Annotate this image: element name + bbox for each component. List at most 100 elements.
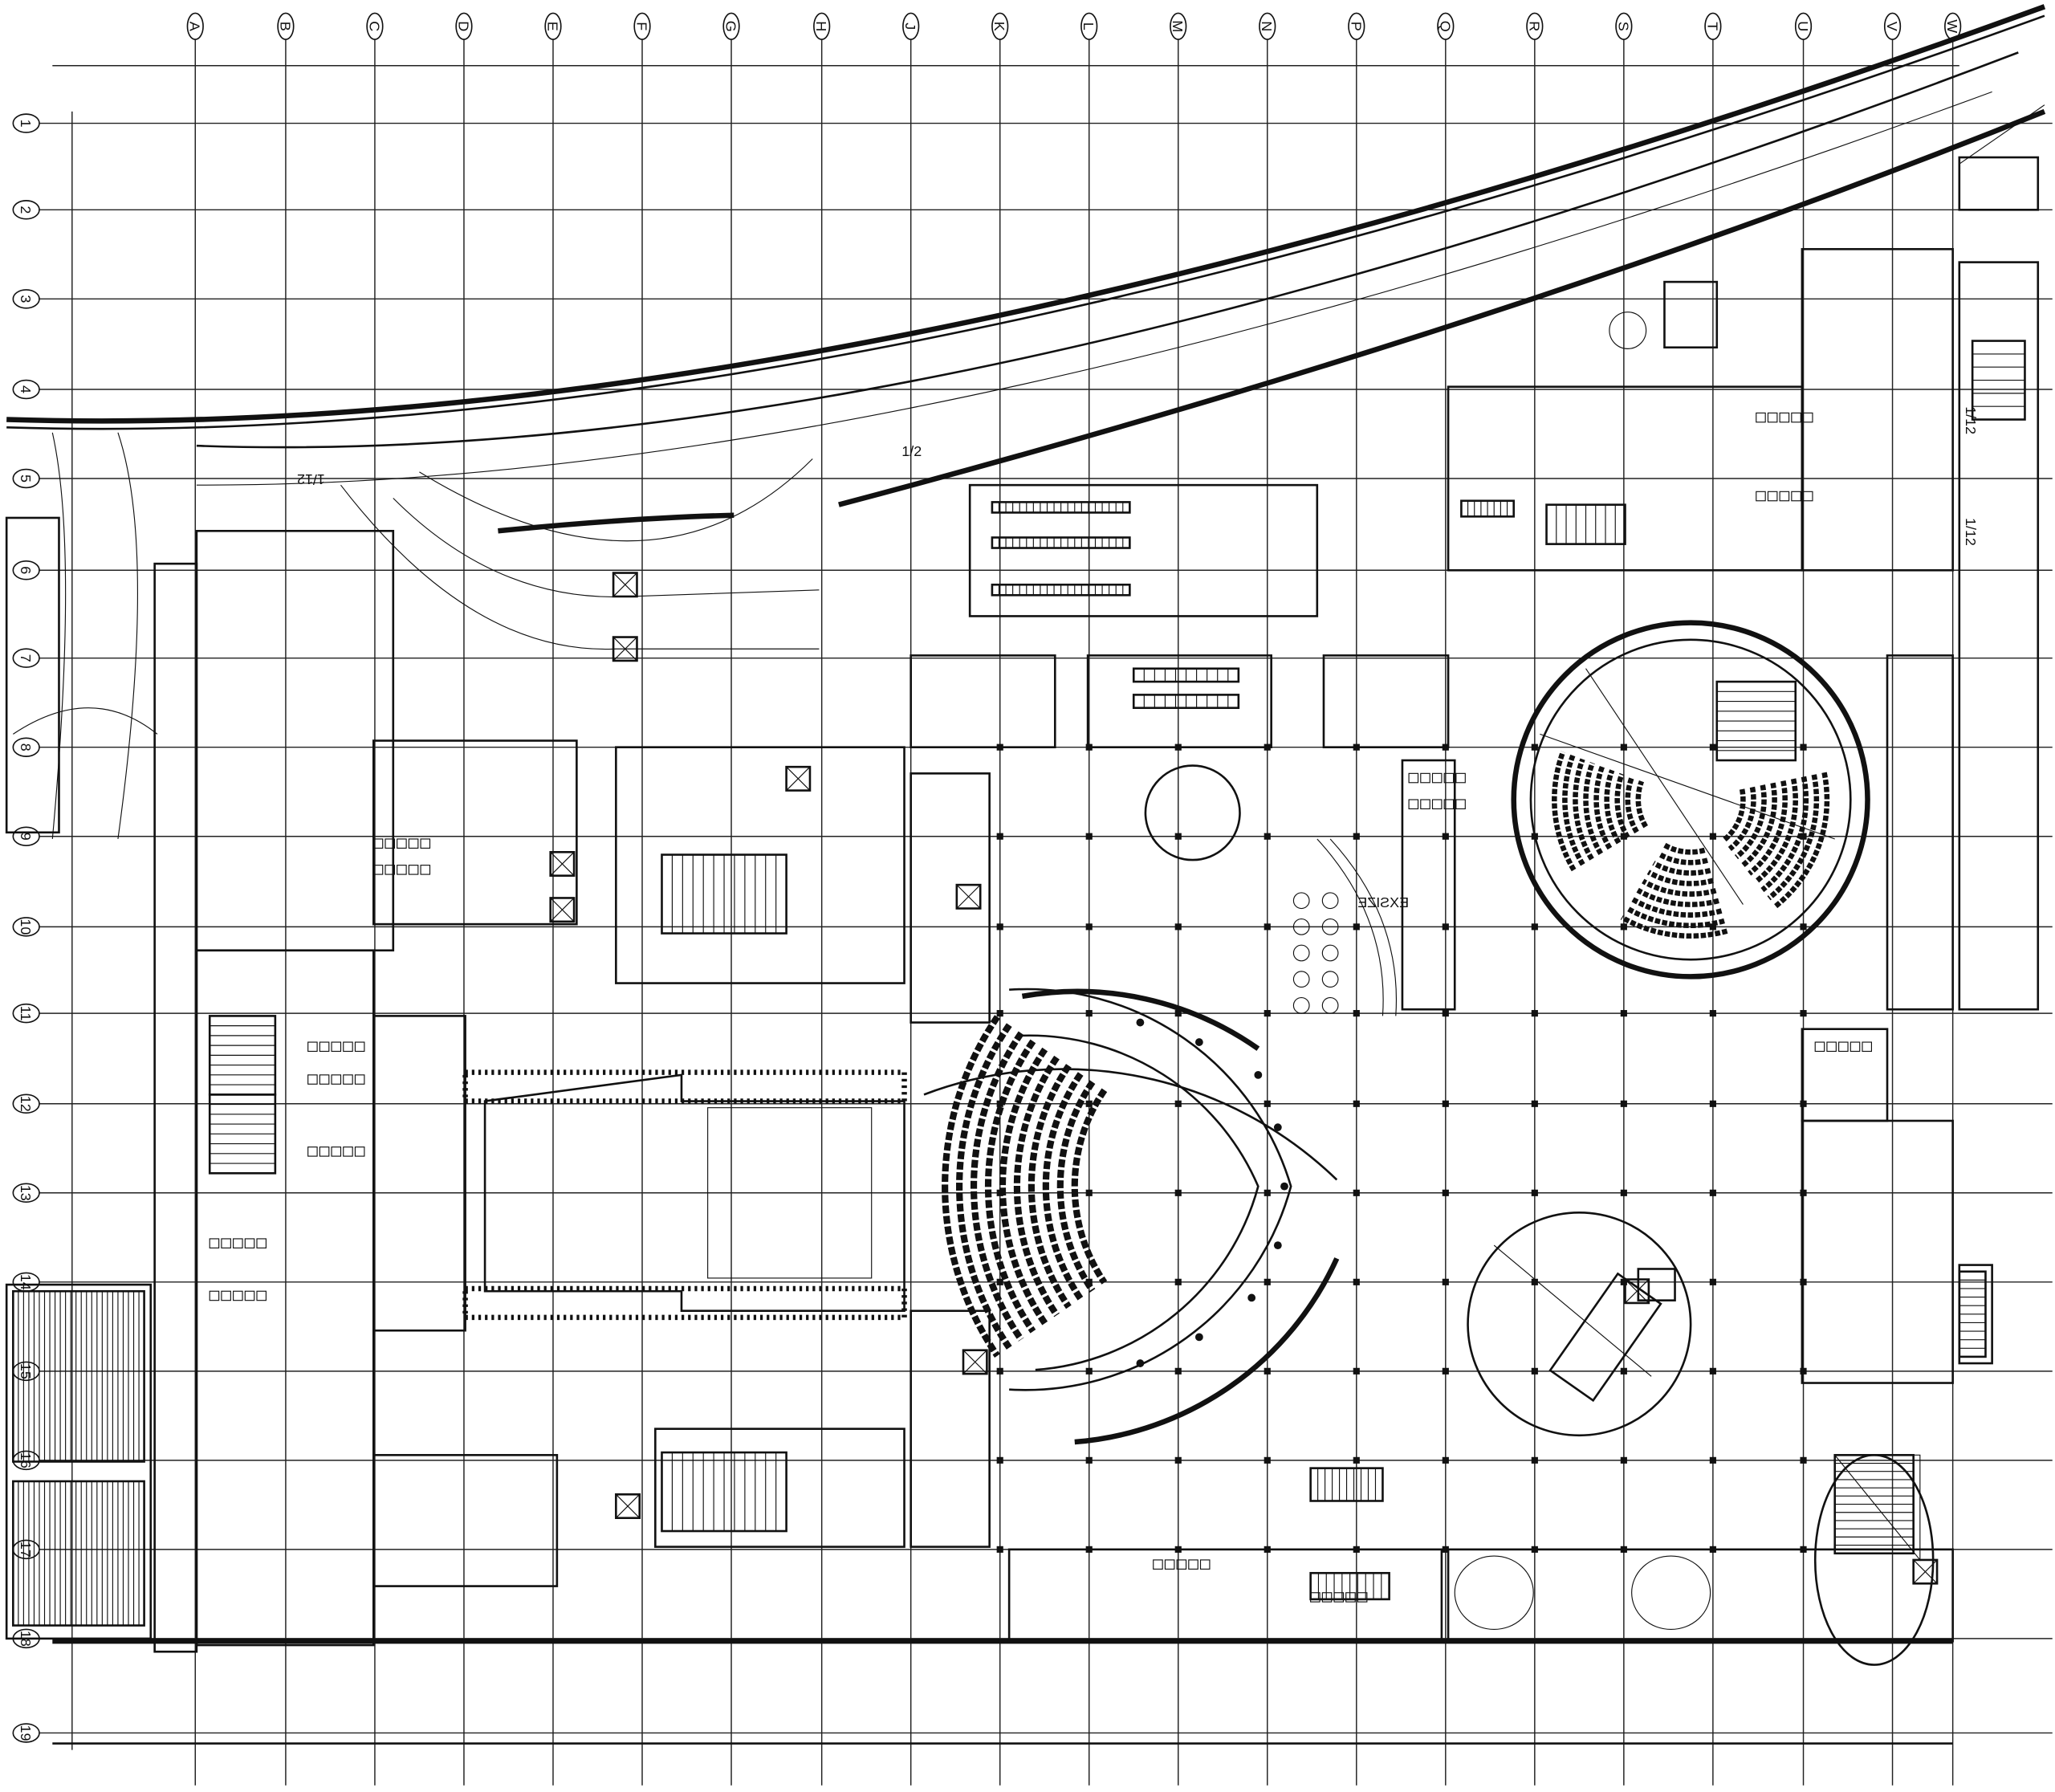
structural-column [1442, 923, 1449, 931]
toilet-stall [1756, 491, 1766, 502]
column [1136, 1359, 1145, 1367]
toilet-stall [1767, 491, 1778, 502]
toilet-stall [1357, 1592, 1368, 1603]
grid-label-row-1: 1 [18, 120, 34, 128]
toilet-stall [1802, 412, 1813, 423]
structural-column [1174, 1189, 1182, 1196]
grid-label-col-P: P [1348, 22, 1364, 31]
structural-column [1531, 1189, 1538, 1196]
toilet-stall [408, 838, 419, 849]
toilet-stall [420, 865, 431, 875]
seat-row [942, 1015, 1000, 1358]
toilet-stall [1767, 412, 1778, 423]
grid-bubble-col-C [366, 12, 384, 40]
grid-label-row-6: 6 [18, 566, 34, 574]
grid-label-col-S: S [1615, 22, 1631, 31]
structural-column [1442, 1456, 1449, 1464]
foyer-column [1321, 892, 1339, 910]
structural-column [1264, 1010, 1271, 1017]
structural-column [1442, 1367, 1449, 1375]
toilet-stall [307, 1041, 318, 1053]
stage-area [462, 1069, 907, 1321]
grid-bubble-col-B [277, 12, 295, 40]
structural-column [1353, 1189, 1360, 1196]
toilet-stall [1756, 412, 1766, 423]
column [1273, 1241, 1282, 1249]
toilet-stall [343, 1041, 353, 1053]
seat-row [1042, 1072, 1084, 1301]
grid-bubble-col-U [1794, 12, 1813, 40]
structural-column [1709, 1189, 1716, 1196]
grid-bubble-row-11 [12, 1003, 40, 1024]
toilet-stall [1333, 1592, 1345, 1603]
seat-row [1626, 906, 1725, 928]
structural-column [1085, 1100, 1093, 1107]
stair [12, 1289, 145, 1463]
main-auditorium [923, 988, 1340, 1445]
grid-bubble-col-L [1080, 12, 1098, 40]
grid-bubble-col-T [1704, 12, 1722, 40]
round-auditorium [1511, 620, 1870, 979]
grid-bubble-col-A [186, 12, 204, 40]
grid-label-row-16: 16 [18, 1452, 34, 1468]
structural-column [1531, 1010, 1538, 1017]
grid-bubble-row-6 [12, 560, 40, 580]
structural-column [1442, 1546, 1449, 1553]
structural-column [1531, 1100, 1538, 1107]
grid-bubble-row-1 [12, 113, 40, 133]
structural-column [1620, 833, 1627, 840]
toilet-stall [397, 838, 407, 849]
foyer-column [1321, 918, 1339, 935]
grid-label-row-14: 14 [18, 1274, 34, 1290]
elevator [785, 765, 812, 792]
grid-label-col-N: N [1259, 21, 1275, 31]
toilet-stall [256, 1290, 267, 1301]
grid-bubble-col-K [991, 12, 1009, 40]
toilet-stall [319, 1074, 330, 1085]
ramp-slope-label-left: 1/12 [297, 471, 325, 487]
foyer-column [1292, 892, 1310, 910]
toilet-stall [233, 1290, 243, 1301]
elevator [962, 1349, 988, 1375]
grid-label-col-L: L [1080, 22, 1097, 31]
structural-column [1800, 1010, 1807, 1017]
seat-row [1642, 878, 1717, 897]
elevator [612, 572, 638, 598]
grid-label-col-T: T [1704, 22, 1720, 31]
toilet-stall [1443, 772, 1455, 784]
structural-column [1442, 1278, 1449, 1285]
toilet-stall [1420, 772, 1430, 784]
seat-row [1727, 786, 1756, 851]
toilet-stall [1431, 799, 1443, 809]
elevator-x [786, 766, 811, 791]
grid-bubble-col-M [1170, 12, 1187, 40]
structural-column [1085, 833, 1093, 840]
structural-column [1620, 1100, 1627, 1107]
toilet-stall [244, 1238, 255, 1248]
seat-row [1741, 782, 1777, 868]
seat-row [1056, 1080, 1096, 1293]
structural-column [1174, 1278, 1182, 1285]
structural-column [1264, 1367, 1271, 1375]
toilet-stall [397, 865, 407, 875]
seat-row [1071, 1088, 1108, 1285]
structural-column [1174, 1100, 1182, 1107]
foyer-column [1321, 971, 1339, 988]
toilet-stall [1420, 799, 1430, 809]
structural-column [996, 1546, 1003, 1553]
lobby-label: EXSIZE [1357, 894, 1409, 910]
grid-label-col-D: D [455, 21, 471, 31]
toilet-stall [1345, 1592, 1356, 1603]
toilet-stall [1779, 412, 1790, 423]
grid-label-col-H: H [813, 21, 829, 31]
grid-label-row-5: 5 [18, 474, 34, 483]
structural-column [996, 833, 1003, 840]
seat-row [1604, 769, 1622, 845]
toilet-stall [319, 1041, 330, 1053]
toilet-stall [221, 1290, 231, 1301]
toilet-stall [1779, 491, 1790, 502]
grid-label-col-C: C [366, 21, 382, 31]
seat-row [1552, 751, 1577, 872]
grid-label-row-3: 3 [18, 295, 34, 303]
structural-column [1264, 833, 1271, 840]
